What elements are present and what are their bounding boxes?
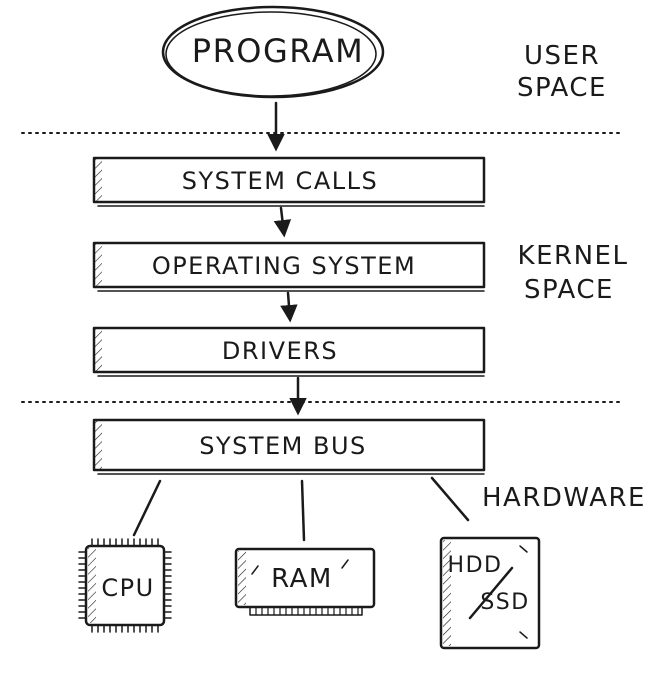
operating-system-box: OPERATING SYSTEM	[92, 241, 486, 292]
bus-to-disk-line	[430, 476, 470, 522]
disk-label-hdd: HDD	[448, 553, 503, 578]
bus-to-ram-line	[300, 479, 306, 542]
system-bus-hatch	[94, 420, 102, 470]
ram-contacts-strip	[249, 606, 363, 616]
program-ellipse	[161, 5, 385, 99]
program-ellipse-sketch	[165, 11, 377, 97]
kernel-space-label-line2: SPACE	[524, 275, 614, 305]
drivers-hatch	[94, 328, 102, 372]
ram-hatch	[238, 551, 246, 605]
system-calls-label: SYSTEM CALLS	[182, 167, 378, 195]
kernel-space-label-line1: KERNEL	[518, 241, 629, 271]
system-calls-hatch	[94, 158, 102, 202]
disk-label-ssd: SSD	[480, 590, 529, 615]
cpu-body	[84, 544, 166, 627]
program-label: PROGRAM	[192, 32, 364, 70]
ram-contacts	[255, 606, 359, 616]
system-bus-frame	[92, 418, 486, 472]
program-node: PROGRAM	[161, 5, 385, 99]
cpu-chip: CPU	[78, 538, 172, 633]
cpu-label: CPU	[101, 574, 154, 602]
disk-slash	[468, 566, 514, 620]
operating-system-hatch	[94, 243, 102, 287]
system-bus-box: SYSTEM BUS	[92, 418, 486, 475]
cpu-hatch	[88, 548, 96, 623]
bus-to-cpu-line	[132, 479, 162, 537]
ram-label: RAM	[271, 564, 333, 594]
user-space-label-line2: SPACE	[517, 73, 607, 103]
drivers-box: DRIVERS	[92, 326, 486, 377]
system-bus-label: SYSTEM BUS	[199, 432, 367, 460]
operating-system-label: OPERATING SYSTEM	[152, 252, 416, 280]
ram-module: RAM	[234, 547, 376, 616]
arrow-os-to-drivers	[280, 291, 298, 323]
drivers-label: DRIVERS	[222, 337, 338, 365]
system-calls-box: SYSTEM CALLS	[92, 156, 486, 207]
disk-body	[439, 536, 541, 650]
disk-drive: HDD SSD	[439, 536, 541, 650]
drivers-frame	[92, 326, 486, 374]
user-space-label-line1: USER	[524, 41, 600, 71]
cpu-pins	[78, 538, 172, 633]
disk-hatch	[443, 540, 451, 646]
system-calls-frame	[92, 156, 486, 204]
hardware-label: HARDWARE	[482, 483, 646, 513]
operating-system-frame	[92, 241, 486, 289]
arrow-system-calls-to-os	[273, 206, 292, 238]
